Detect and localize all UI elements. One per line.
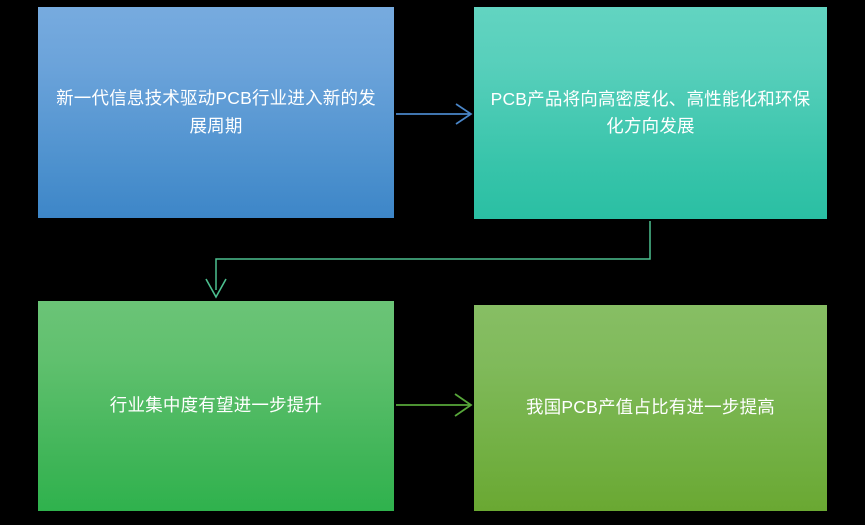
diagram-node-label: PCB产品将向高密度化、高性能化和环保化方向发展 <box>490 88 811 136</box>
connector-node3-to-node4 <box>396 393 473 417</box>
connector-node2-to-node3 <box>205 221 651 299</box>
diagram-node-industry-concentration[interactable]: 行业集中度有望进一步提升 <box>38 301 394 511</box>
arrowhead-icon <box>455 103 473 125</box>
diagram-node-label: 我国PCB产值占比有进一步提高 <box>526 397 775 418</box>
diagram-node-new-generation-it[interactable]: 新一代信息技术驱动PCB行业进入新的发展周期 <box>38 7 394 218</box>
diagram-node-label: 新一代信息技术驱动PCB行业进入新的发展周期 <box>56 88 376 136</box>
arrowhead-icon <box>205 278 227 299</box>
diagram-node-china-pcb-output-share[interactable]: 我国PCB产值占比有进一步提高 <box>474 305 827 511</box>
diagram-node-label: 行业集中度有望进一步提升 <box>109 395 323 416</box>
arrowhead-icon <box>454 393 473 417</box>
diagram-node-pcb-product-trend[interactable]: PCB产品将向高密度化、高性能化和环保化方向发展 <box>474 7 827 219</box>
connector-node1-to-node2 <box>396 103 473 125</box>
